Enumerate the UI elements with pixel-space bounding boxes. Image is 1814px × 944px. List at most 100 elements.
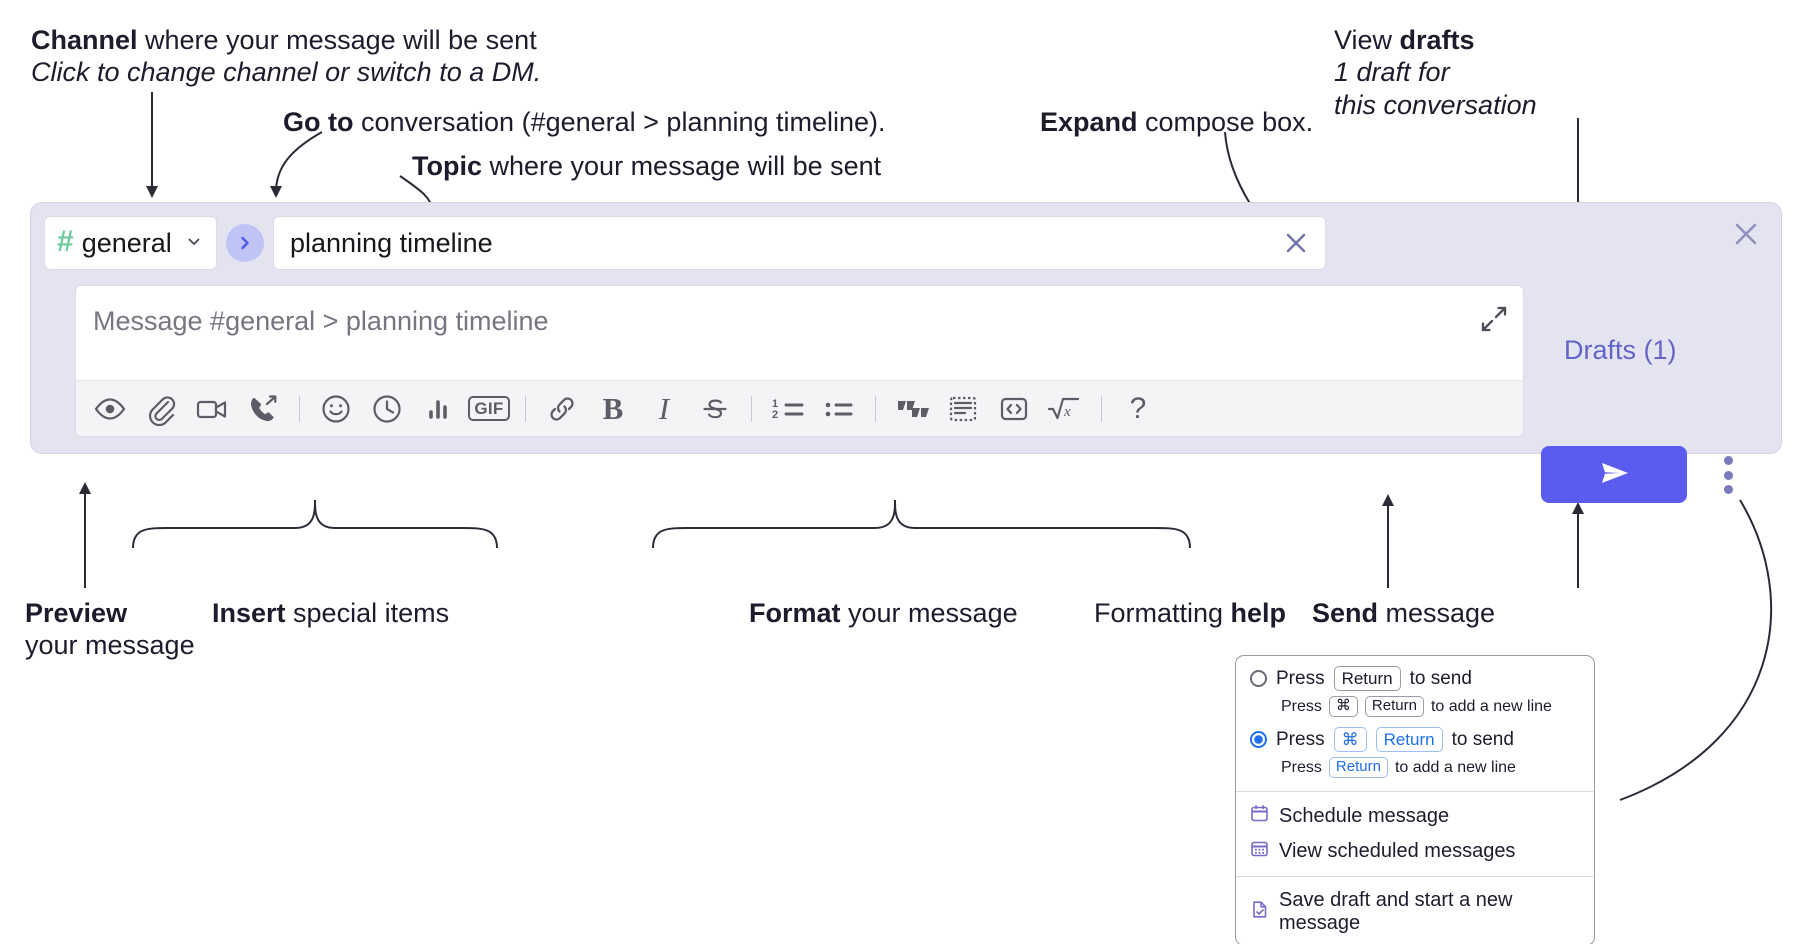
compose-options-button[interactable] xyxy=(1716,452,1740,498)
key-return: Return xyxy=(1333,666,1401,692)
send-button[interactable] xyxy=(1541,446,1687,503)
topic-input-value[interactable]: planning timeline xyxy=(290,227,493,258)
annotation-topic: Topic where your message will be sent xyxy=(412,150,881,182)
formatting-help-icon[interactable]: ? xyxy=(1114,387,1162,431)
go-to-conversation-button[interactable] xyxy=(226,224,264,262)
annotation-insert: Insert special items xyxy=(212,597,449,629)
compose-header-row: # general planning timeline xyxy=(44,216,1326,270)
gif-icon[interactable]: GIF xyxy=(465,387,513,431)
toolbar-separator xyxy=(525,395,526,422)
emoji-icon[interactable] xyxy=(312,387,360,431)
send-option-cmd-return-sub: Press Return to add a new line xyxy=(1236,756,1594,784)
menu-divider xyxy=(1236,791,1594,792)
drafts-link[interactable]: Drafts (1) xyxy=(1564,335,1677,365)
annotation-topic-bold: Topic xyxy=(412,151,482,181)
attach-file-icon[interactable] xyxy=(137,387,185,431)
annotation-format-bold: Format xyxy=(749,598,841,628)
preview-icon[interactable] xyxy=(86,387,134,431)
kebab-dot xyxy=(1723,456,1733,465)
calendar-icon xyxy=(1250,804,1269,829)
bulleted-list-icon[interactable] xyxy=(815,387,863,431)
annotation-goto-rest: conversation (#general > planning timeli… xyxy=(353,107,886,137)
annotation-preview: Preview your message xyxy=(25,597,195,662)
toolbar-separator xyxy=(875,395,876,422)
annotation-drafts-italic1: 1 draft for xyxy=(1334,57,1450,88)
toolbar-separator xyxy=(751,395,752,422)
kebab-dot xyxy=(1723,485,1733,494)
radio-selected-icon[interactable] xyxy=(1250,731,1267,749)
sub-pre: Press xyxy=(1281,697,1322,715)
bold-label: B xyxy=(602,390,624,426)
annotation-help: Formatting help xyxy=(1094,597,1286,629)
annotation-drafts-bold: drafts xyxy=(1399,25,1475,55)
topic-field[interactable]: planning timeline xyxy=(273,216,1326,270)
annotation-expand-bold: Expand xyxy=(1040,107,1138,137)
annotation-help-plain: Formatting xyxy=(1094,598,1231,628)
blockquote-icon[interactable] xyxy=(888,387,936,431)
send-option-return[interactable]: Press Return to send xyxy=(1236,662,1594,695)
calendar-grid-icon xyxy=(1250,839,1269,864)
annotation-goto: Go to conversation (#general > planning … xyxy=(283,106,886,138)
math-icon[interactable]: x xyxy=(1041,387,1089,431)
audio-clip-icon[interactable] xyxy=(239,387,287,431)
italic-icon[interactable]: I xyxy=(640,387,688,431)
send-option-cmd-return-post: to send xyxy=(1451,728,1514,750)
italic-label: I xyxy=(658,390,670,426)
radio-unselected-icon[interactable] xyxy=(1250,670,1267,688)
annotation-goto-bold: Go to xyxy=(283,107,354,137)
menu-item-schedule-message[interactable]: Schedule message xyxy=(1236,799,1594,834)
formatting-toolbar: GIF B I xyxy=(76,380,1523,436)
annotation-send-bold: Send xyxy=(1312,598,1379,628)
key-return: Return xyxy=(1375,727,1443,753)
svg-text:1: 1 xyxy=(772,398,778,410)
menu-item-label: View scheduled messages xyxy=(1279,840,1516,862)
annotation-channel-rest: where your message will be sent xyxy=(137,25,537,55)
send-option-cmd-return-pre: Press xyxy=(1276,728,1325,750)
annotation-preview-bold: Preview xyxy=(25,598,128,628)
message-input-placeholder: Message #general > planning timeline xyxy=(93,306,549,336)
inline-code-icon[interactable] xyxy=(990,387,1038,431)
channel-selector[interactable]: # general xyxy=(44,216,217,270)
video-clip-icon[interactable] xyxy=(188,387,236,431)
poll-icon[interactable] xyxy=(414,387,462,431)
chevron-down-icon xyxy=(184,231,204,256)
annotation-topic-rest: where your message will be sent xyxy=(482,151,882,181)
schedule-icon[interactable] xyxy=(363,387,411,431)
send-icon xyxy=(1590,455,1638,494)
link-icon[interactable] xyxy=(538,387,586,431)
annotation-channel-bold: Channel xyxy=(31,25,138,55)
annotation-insert-bold: Insert xyxy=(212,598,286,628)
send-option-return-pre: Press xyxy=(1276,667,1325,689)
bold-icon[interactable]: B xyxy=(589,387,637,431)
strikethrough-icon[interactable] xyxy=(691,387,739,431)
kebab-dot xyxy=(1723,470,1733,480)
key-return: Return xyxy=(1364,696,1424,717)
expand-icon[interactable] xyxy=(1479,304,1509,339)
annotation-help-bold: help xyxy=(1230,598,1287,628)
code-block-icon[interactable] xyxy=(939,387,987,431)
compose-box: # general planning timeline Message #gen… xyxy=(30,202,1782,454)
annotation-drafts-italic2: this conversation xyxy=(1334,89,1537,120)
annotation-drafts: View drafts 1 draft for this conversatio… xyxy=(1334,24,1537,121)
message-input-area[interactable]: Message #general > planning timeline xyxy=(75,285,1524,437)
send-option-return-post: to send xyxy=(1409,667,1472,689)
sub-post: to add a new line xyxy=(1430,697,1552,715)
annotation-drafts-plain: View xyxy=(1334,25,1400,55)
close-icon[interactable] xyxy=(1729,217,1763,256)
annotation-expand: Expand compose box. xyxy=(1040,106,1313,138)
clear-topic-icon[interactable] xyxy=(1281,228,1311,258)
menu-divider xyxy=(1236,876,1594,877)
gif-label: GIF xyxy=(468,396,510,421)
send-option-cmd-return[interactable]: Press ⌘ Return to send xyxy=(1236,723,1594,756)
toolbar-separator xyxy=(299,395,300,422)
annotation-format: Format your message xyxy=(749,597,1018,629)
annotation-preview-rest: your message xyxy=(25,630,195,661)
key-command: ⌘ xyxy=(1333,727,1367,753)
annotation-channel: Channel where your message will be sent … xyxy=(31,24,541,89)
annotation-send: Send message xyxy=(1312,597,1495,629)
menu-item-view-scheduled-messages[interactable]: View scheduled messages xyxy=(1236,834,1594,869)
menu-item-save-draft[interactable]: Save draft and start a new message xyxy=(1236,884,1594,944)
menu-item-label: Save draft and start a new message xyxy=(1279,889,1513,934)
